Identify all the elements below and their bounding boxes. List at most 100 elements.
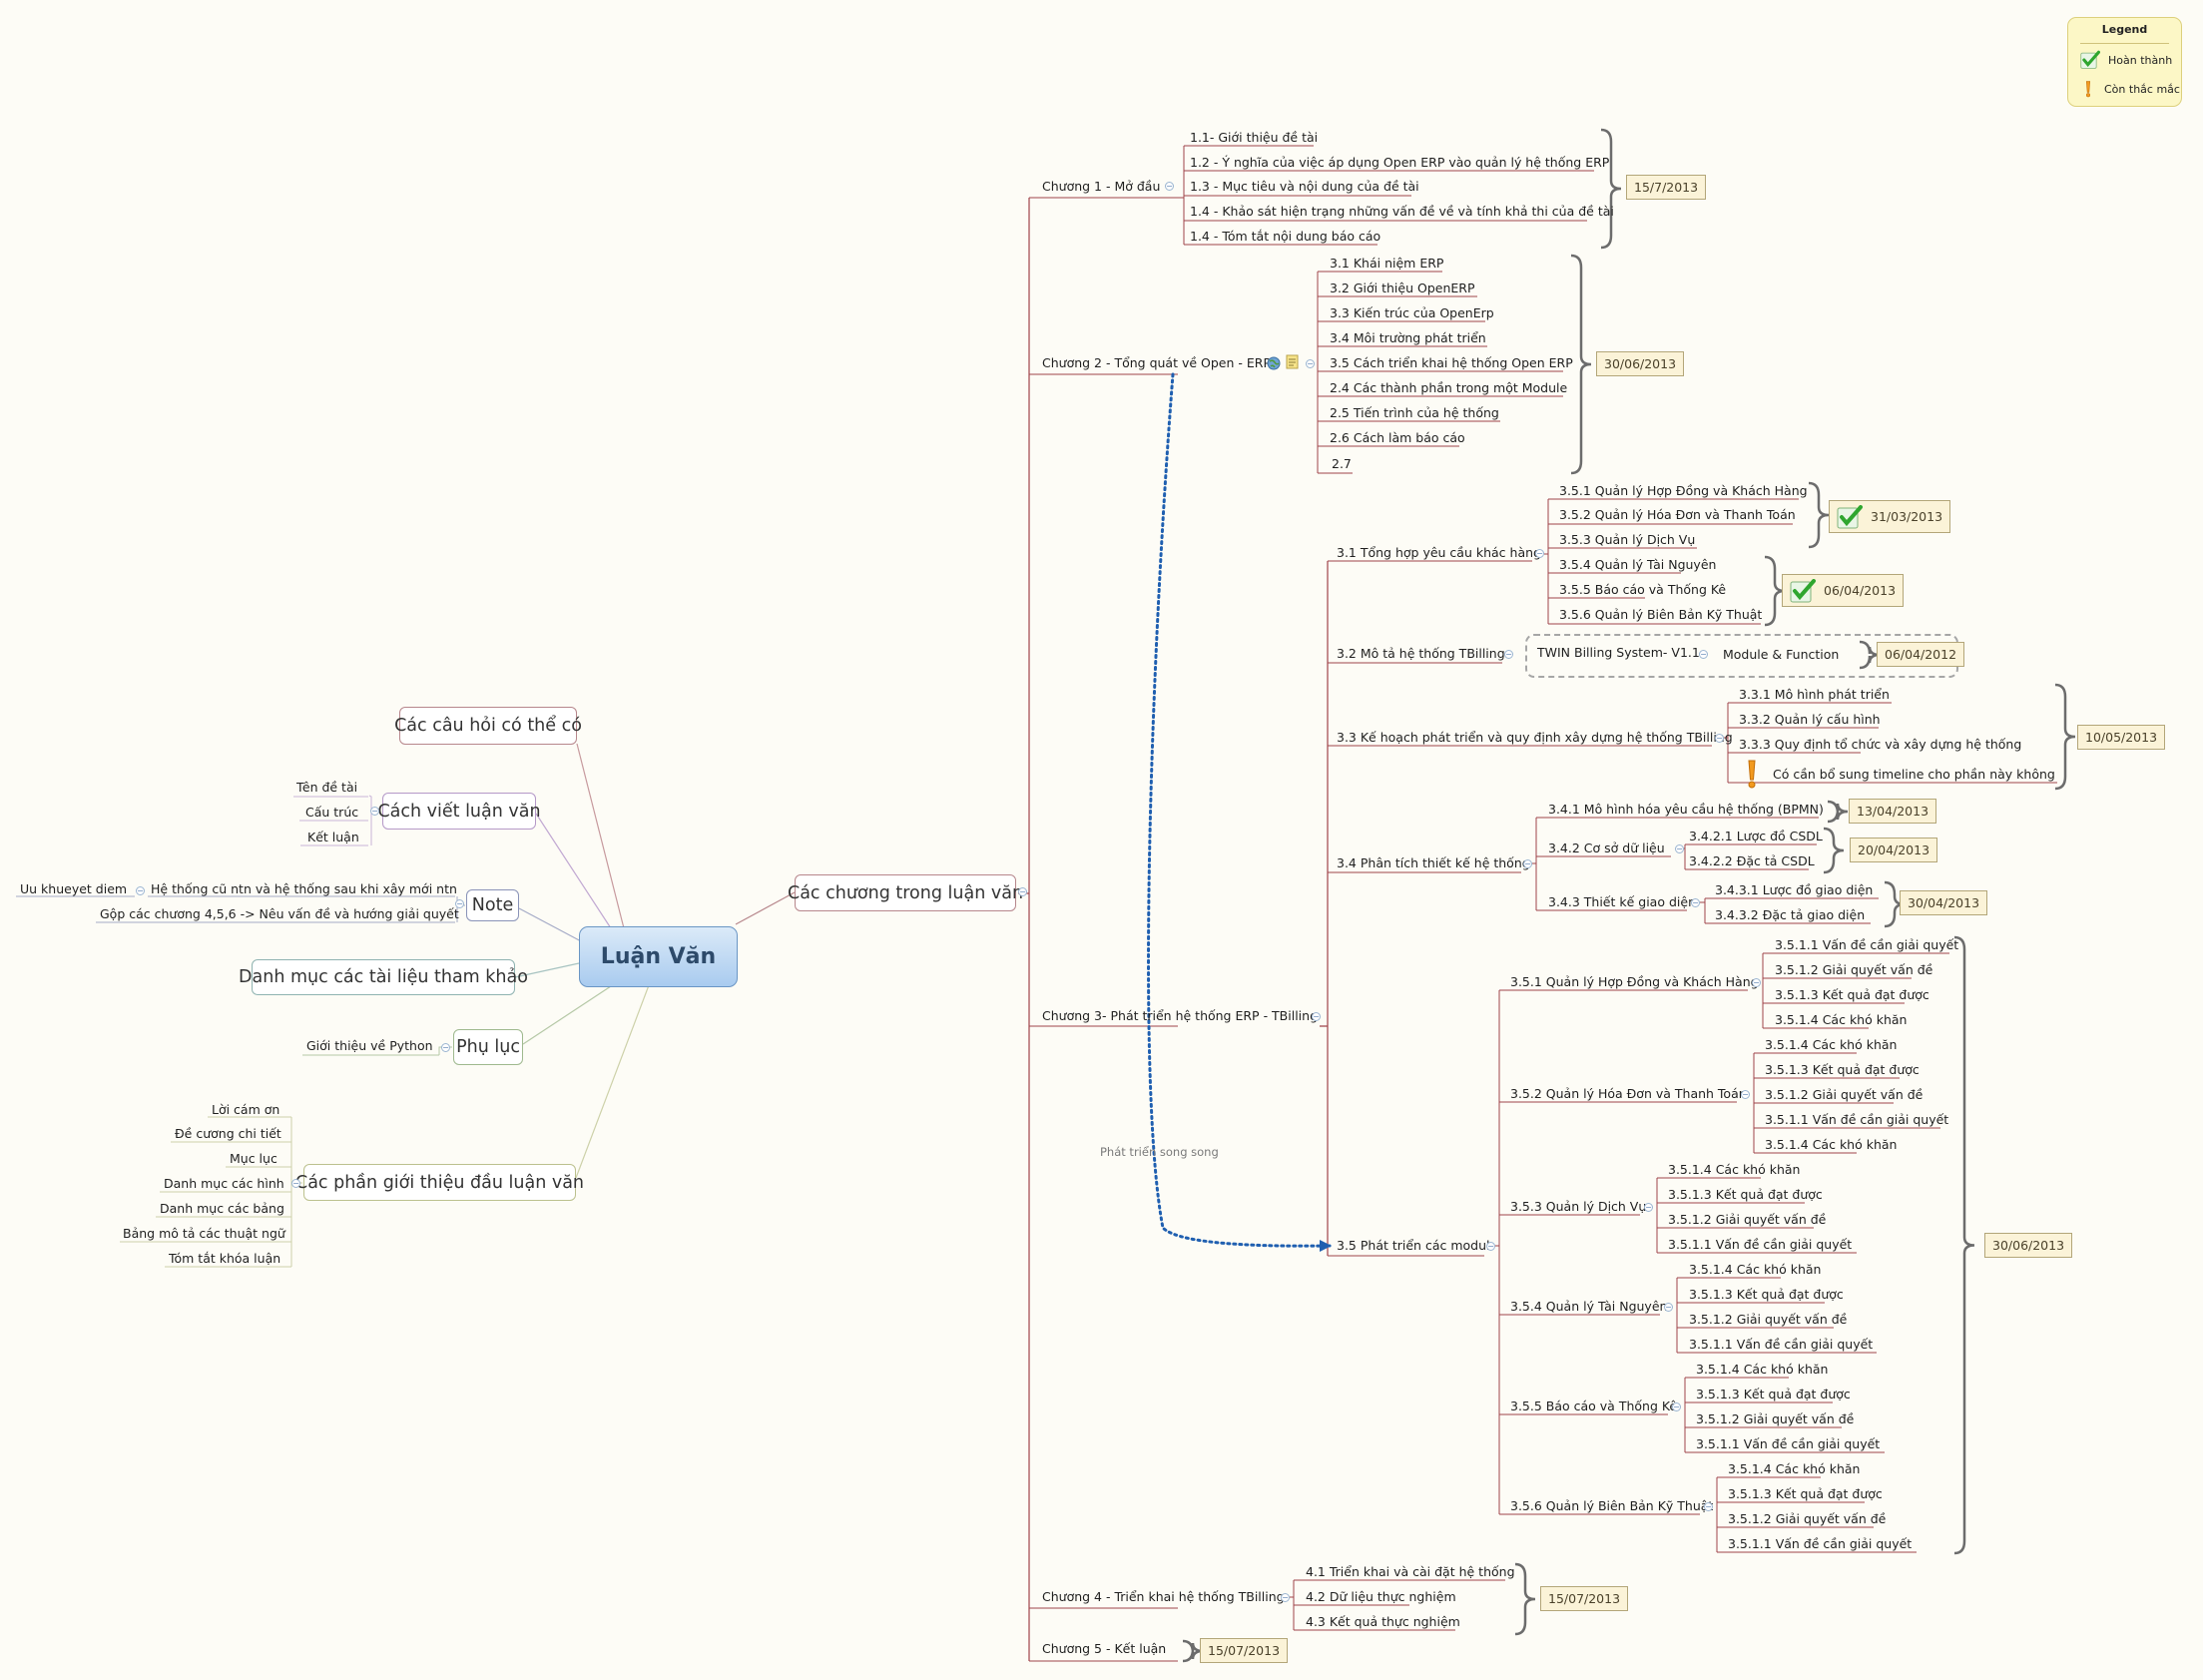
date-label[interactable]: 15/07/2013 xyxy=(1540,1586,1629,1611)
chapter-2-item[interactable]: 3.3 Kiến trúc của OpenErp xyxy=(1330,305,1494,320)
collapse-toggle[interactable]: − xyxy=(1165,182,1174,191)
section-3-5-3[interactable]: 3.5.3 Quản lý Dịch Vụ xyxy=(1510,1199,1647,1214)
collapse-toggle[interactable]: − xyxy=(1675,844,1684,853)
topic-cau-hoi[interactable]: Các câu hỏi có thể có xyxy=(394,707,582,745)
sub-item[interactable]: 3.5.1.3 Kết quả đạt được xyxy=(1765,1062,1920,1077)
sub-item[interactable]: 3.5.1.2 Giải quyết vấn đề xyxy=(1689,1312,1848,1327)
date-label[interactable]: 10/05/2013 xyxy=(2077,725,2166,750)
section-3-4-1[interactable]: 3.4.1 Mô hình hóa yêu cầu hệ thống (BPMN… xyxy=(1548,802,1824,817)
collapse-toggle[interactable]: − xyxy=(1486,1242,1495,1251)
sub-item[interactable]: 3.5.1.4 Các khó khăn xyxy=(1775,1012,1908,1027)
collapse-toggle[interactable]: − xyxy=(1699,650,1708,659)
chapter-3[interactable]: Chương 3- Phát triển hệ thống ERP - TBil… xyxy=(1042,1008,1319,1023)
section-3-1-item[interactable]: 3.5.3 Quản lý Dịch Vụ xyxy=(1559,532,1696,547)
topic-phu-luc[interactable]: Phụ lục xyxy=(453,1029,523,1065)
collapse-toggle[interactable]: − xyxy=(1644,1203,1653,1212)
sub-item[interactable]: 3.5.1.4 Các khó khăn xyxy=(1668,1162,1801,1177)
sub-item[interactable]: 3.5.1.4 Các khó khăn xyxy=(1696,1362,1829,1377)
chapter-4-item[interactable]: 4.3 Kết quả thực nghiệm xyxy=(1306,1614,1460,1629)
chapter-2-item[interactable]: 3.1 Khái niệm ERP xyxy=(1330,256,1444,271)
collapse-toggle[interactable]: − xyxy=(1664,1303,1673,1312)
sub-item[interactable]: 3.5.1.1 Vấn đề cần giải quyết xyxy=(1689,1337,1874,1352)
sub-item[interactable]: 3.5.1.2 Giải quyết vấn đề xyxy=(1765,1087,1924,1102)
section-3-5-5[interactable]: 3.5.5 Báo cáo và Thống Kê xyxy=(1510,1399,1678,1413)
sub-item[interactable]: 3.5.1.3 Kết quả đạt được xyxy=(1775,987,1929,1002)
collapse-toggle[interactable]: − xyxy=(1741,1090,1750,1099)
date-label-done[interactable]: 31/03/2013 xyxy=(1829,500,1951,533)
gioi-thieu-item[interactable]: Lời cám ơn xyxy=(212,1102,280,1117)
collapse-toggle[interactable]: − xyxy=(455,899,464,908)
phu-luc-item[interactable]: Giới thiệu về Python xyxy=(306,1038,433,1053)
collapse-toggle[interactable]: − xyxy=(1715,734,1724,743)
collapse-toggle[interactable]: − xyxy=(1523,859,1532,868)
section-3-4-3[interactable]: 3.4.3 Thiết kế giao diện xyxy=(1548,894,1696,909)
sub-item[interactable]: 3.5.1.2 Giải quyết vấn đề xyxy=(1775,962,1933,977)
chapter-2-item[interactable]: 2.4 Các thành phần trong một Module xyxy=(1330,380,1568,395)
collapse-toggle[interactable]: − xyxy=(1535,549,1544,558)
section-3-1-item[interactable]: 3.5.1 Quản lý Hợp Đồng và Khách Hàng xyxy=(1559,483,1808,498)
section-3-1-item[interactable]: 3.5.6 Quản lý Biên Bản Kỹ Thuật xyxy=(1559,607,1763,622)
chapter-2-item[interactable]: 3.4 Môi trường phát triển xyxy=(1330,330,1486,345)
gioi-thieu-item[interactable]: Mục lục xyxy=(230,1151,277,1166)
sub-item[interactable]: 3.5.1.2 Giải quyết vấn đề xyxy=(1696,1411,1855,1426)
relation-label[interactable]: Phát triển song song xyxy=(1100,1145,1219,1159)
sub-item[interactable]: 3.5.1.1 Vấn đề cần giải quyết xyxy=(1775,937,1959,952)
chapter-4[interactable]: Chương 4 - Triển khai hệ thống TBilling xyxy=(1042,1589,1285,1604)
date-label-done[interactable]: 06/04/2013 xyxy=(1782,574,1905,607)
section-3-5-1[interactable]: 3.5.1 Quản lý Hợp Đồng và Khách Hàng xyxy=(1510,974,1759,989)
chapter-4-item[interactable]: 4.2 Dữ liệu thực nghiệm xyxy=(1306,1589,1456,1604)
date-label[interactable]: 30/06/2013 xyxy=(1596,351,1685,376)
note-sub-item[interactable]: Uu khueyet diem xyxy=(20,881,128,896)
section-3-3-item[interactable]: Có cần bổ sung timeline cho phần này khô… xyxy=(1773,767,2055,782)
section-3-1-item[interactable]: 3.5.5 Báo cáo và Thống Kê xyxy=(1559,582,1727,597)
chapter-1-item[interactable]: 1.3 - Mục tiêu và nội dung của đề tài xyxy=(1190,179,1419,194)
note-item[interactable]: Gộp các chương 4,5,6 -> Nêu vấn đề và hư… xyxy=(100,906,459,921)
section-3-3[interactable]: 3.3 Kế hoạch phát triển và quy định xây … xyxy=(1337,730,1733,745)
topic-cach-viet[interactable]: Cách viết luận văn xyxy=(377,793,541,830)
sub-item[interactable]: 3.5.1.2 Giải quyết vấn đề xyxy=(1668,1212,1827,1227)
sub-item[interactable]: 3.5.1.3 Kết quả đạt được xyxy=(1689,1287,1844,1302)
gioi-thieu-item[interactable]: Danh mục các hình xyxy=(164,1176,284,1191)
chapter-2-item[interactable]: 3.2 Giới thiệu OpenERP xyxy=(1330,280,1475,295)
sub-item[interactable]: 3.5.1.4 Các khó khăn xyxy=(1689,1262,1822,1277)
section-3-4-2[interactable]: 3.4.2 Cơ sở dữ liệu xyxy=(1548,840,1665,855)
date-label[interactable]: 20/04/2013 xyxy=(1850,838,1938,862)
section-3-3-item[interactable]: 3.3.2 Quản lý cấu hình xyxy=(1739,712,1881,727)
section-3-4[interactable]: 3.4 Phân tích thiết kế hệ thống xyxy=(1337,855,1530,870)
sub-item[interactable]: 3.5.1.4 Các khó khăn xyxy=(1728,1461,1861,1476)
section-3-5-2[interactable]: 3.5.2 Quản lý Hóa Đơn và Thanh Toán xyxy=(1510,1086,1747,1101)
topic-note[interactable]: Note xyxy=(466,889,519,921)
collapse-toggle[interactable]: − xyxy=(1704,1502,1713,1511)
root-topic[interactable]: Luận Văn xyxy=(579,926,738,987)
section-3-4-2-item[interactable]: 3.4.2.1 Lược đồ CSDL xyxy=(1689,829,1823,843)
section-3-3-item[interactable]: 3.3.1 Mô hình phát triển xyxy=(1739,687,1890,702)
section-3-4-3-item[interactable]: 3.4.3.1 Lược đồ giao diện xyxy=(1715,882,1874,897)
sub-item[interactable]: 3.5.1.3 Kết quả đạt được xyxy=(1668,1187,1823,1202)
module-function[interactable]: Module & Function xyxy=(1723,647,1840,662)
collapse-toggle[interactable]: − xyxy=(136,886,145,895)
section-3-5-4[interactable]: 3.5.4 Quản lý Tài Nguyên xyxy=(1510,1299,1668,1314)
sub-item[interactable]: 3.5.1.2 Giải quyết vấn đề xyxy=(1728,1511,1887,1526)
sub-item[interactable]: 3.5.1.1 Vấn đề cần giải quyết xyxy=(1765,1112,1949,1127)
section-3-1[interactable]: 3.1 Tổng hợp yêu cầu khác hàng xyxy=(1337,545,1541,560)
sub-item[interactable]: 3.5.1.4 Các khó khăn xyxy=(1765,1037,1898,1052)
gioi-thieu-item[interactable]: Danh mục các bảng xyxy=(160,1201,284,1216)
section-3-2[interactable]: 3.2 Mô tả hệ thống TBilling xyxy=(1337,646,1505,661)
chapter-2-item[interactable]: 2.7 xyxy=(1332,456,1352,471)
gioi-thieu-item[interactable]: Đề cương chi tiết xyxy=(175,1126,281,1141)
collapse-toggle[interactable]: − xyxy=(291,1179,300,1188)
section-3-4-2-item[interactable]: 3.4.2.2 Đặc tả CSDL xyxy=(1689,853,1815,868)
topic-tai-lieu[interactable]: Danh mục các tài liệu tham khảo xyxy=(239,959,528,995)
chapter-2-item[interactable]: 2.5 Tiến trình của hệ thống xyxy=(1330,405,1499,420)
collapse-toggle[interactable]: − xyxy=(1691,898,1700,907)
chapter-1-item[interactable]: 1.4 - Khảo sát hiện trạng những vấn đề v… xyxy=(1190,204,1614,219)
collapse-toggle[interactable]: − xyxy=(1504,650,1513,659)
section-3-4-3-item[interactable]: 3.4.3.2 Đặc tả giao diện xyxy=(1715,907,1866,922)
chapter-1-item[interactable]: 1.4 - Tóm tắt nội dung báo cáo xyxy=(1190,229,1381,244)
sub-item[interactable]: 3.5.1.1 Vấn đề cần giải quyết xyxy=(1696,1436,1881,1451)
topic-cac-chuong[interactable]: Các chương trong luận văn xyxy=(788,874,1023,911)
section-3-1-item[interactable]: 3.5.2 Quản lý Hóa Đơn và Thanh Toán xyxy=(1559,507,1796,522)
chapter-4-item[interactable]: 4.1 Triển khai và cài đặt hệ thống xyxy=(1306,1564,1515,1579)
collapse-toggle[interactable]: − xyxy=(1672,1402,1681,1411)
date-label[interactable]: 15/7/2013 xyxy=(1626,175,1707,200)
